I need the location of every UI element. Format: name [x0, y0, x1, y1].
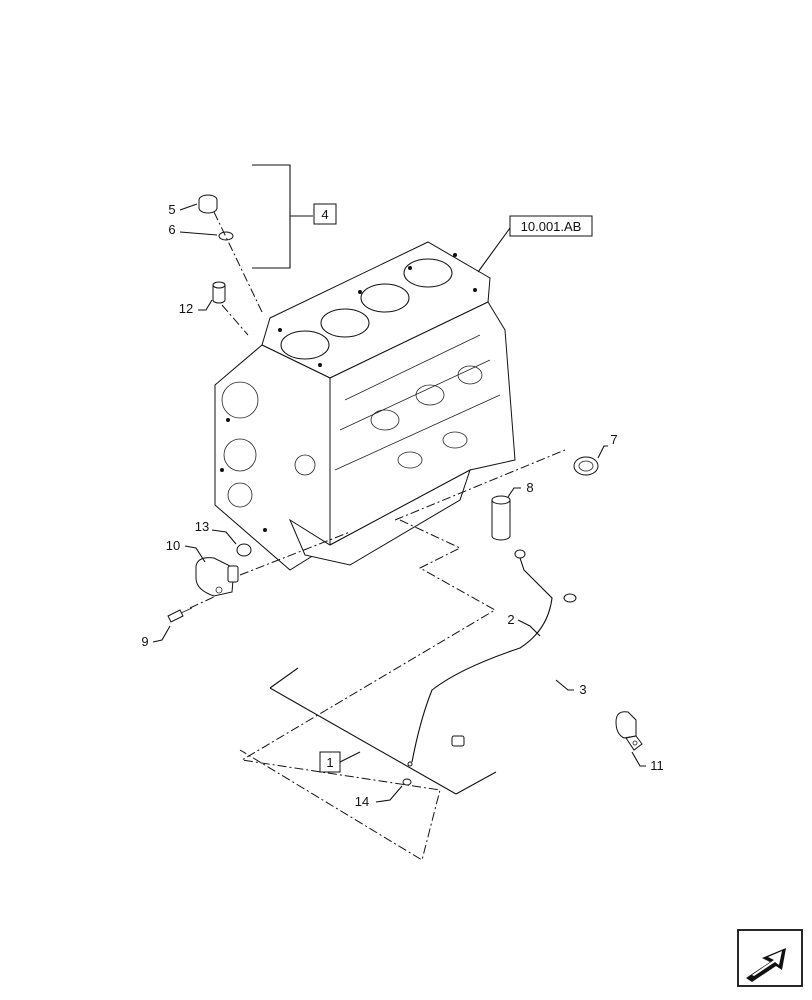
assembly-line-12 — [221, 304, 249, 336]
leader-6 — [179, 231, 218, 236]
arrow-icon[interactable] — [737, 929, 803, 987]
assembly-line-10 — [239, 531, 351, 576]
dipstick-reference-plane — [269, 667, 497, 795]
leader-11 — [631, 751, 646, 767]
callout-9: 9 — [141, 634, 148, 649]
engine-block — [214, 241, 516, 571]
part-14-plug — [402, 778, 412, 786]
part-10-flange — [195, 557, 239, 597]
dipstick-dash-frame — [239, 519, 497, 861]
callout-13: 13 — [195, 519, 209, 534]
callout-14: 14 — [355, 794, 369, 809]
callout-4: 4 — [321, 207, 328, 222]
leader-9 — [152, 625, 171, 643]
reference-leader — [477, 227, 511, 273]
assembly-line-9 — [189, 595, 217, 609]
callout-2: 2 — [507, 612, 514, 627]
callout-6: 6 — [168, 222, 175, 237]
part-11-clamp — [615, 711, 643, 751]
leader-10 — [184, 545, 206, 563]
callout-10: 10 — [166, 538, 180, 553]
callout-7: 7 — [610, 432, 617, 447]
callout-1: 1 — [326, 755, 333, 770]
part-3-tube — [451, 593, 581, 747]
part-6-oring — [218, 231, 234, 241]
part-13-oring — [236, 543, 252, 557]
callout-12: 12 — [179, 301, 193, 316]
part-5-plug — [198, 194, 218, 214]
leader-1 — [339, 751, 361, 763]
part-9-bolt — [167, 607, 193, 623]
leader-8 — [507, 487, 521, 498]
callout-5: 5 — [168, 202, 175, 217]
part-8-sleeve — [491, 495, 511, 541]
callout-8: 8 — [526, 480, 533, 495]
reference-box-label: 10.001.AB — [521, 219, 582, 234]
assembly-line-5-6 — [213, 211, 263, 313]
leader-13 — [211, 529, 237, 545]
leader-2 — [517, 619, 541, 637]
leader-14 — [375, 785, 403, 803]
callout-11: 11 — [650, 758, 664, 773]
callout-3: 3 — [579, 682, 586, 697]
reference-box-frame — [509, 215, 593, 237]
part-2-dipstick — [407, 549, 553, 767]
leader-3 — [555, 679, 574, 691]
callout-4-box — [313, 203, 337, 225]
leader-12 — [198, 299, 213, 311]
part-7-seal — [573, 456, 599, 476]
kit-4-bracket — [252, 164, 313, 269]
leader-7 — [597, 445, 608, 459]
leader-5 — [179, 203, 198, 211]
part-12-dowel — [212, 281, 226, 304]
assembly-line-7 — [394, 449, 566, 521]
